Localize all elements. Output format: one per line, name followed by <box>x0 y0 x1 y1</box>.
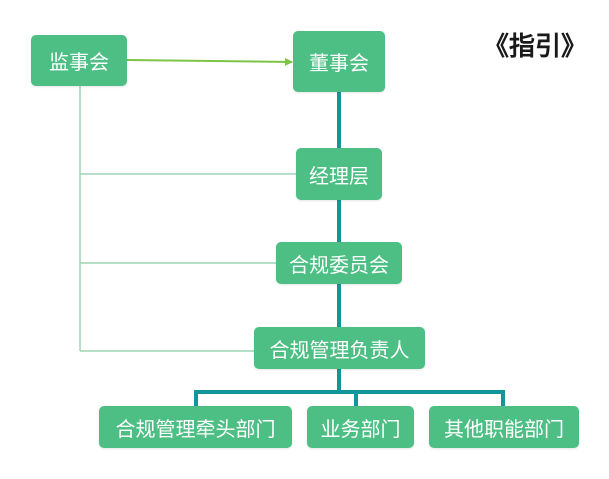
guide-label: 《指引》 <box>482 32 587 62</box>
node-management: 经理层 <box>296 148 382 200</box>
node-compliance-committee: 合规委员会 <box>276 242 402 284</box>
node-compliance-officer: 合规管理负责人 <box>254 327 425 369</box>
node-other-functional-dept: 其他职能部门 <box>429 406 579 448</box>
node-board-of-directors: 董事会 <box>293 31 385 92</box>
node-supervisory-board: 监事会 <box>31 35 127 86</box>
node-business-dept: 业务部门 <box>307 406 414 448</box>
supervision-arrow <box>126 57 293 66</box>
node-compliance-lead-dept: 合规管理牵头部门 <box>99 406 292 448</box>
